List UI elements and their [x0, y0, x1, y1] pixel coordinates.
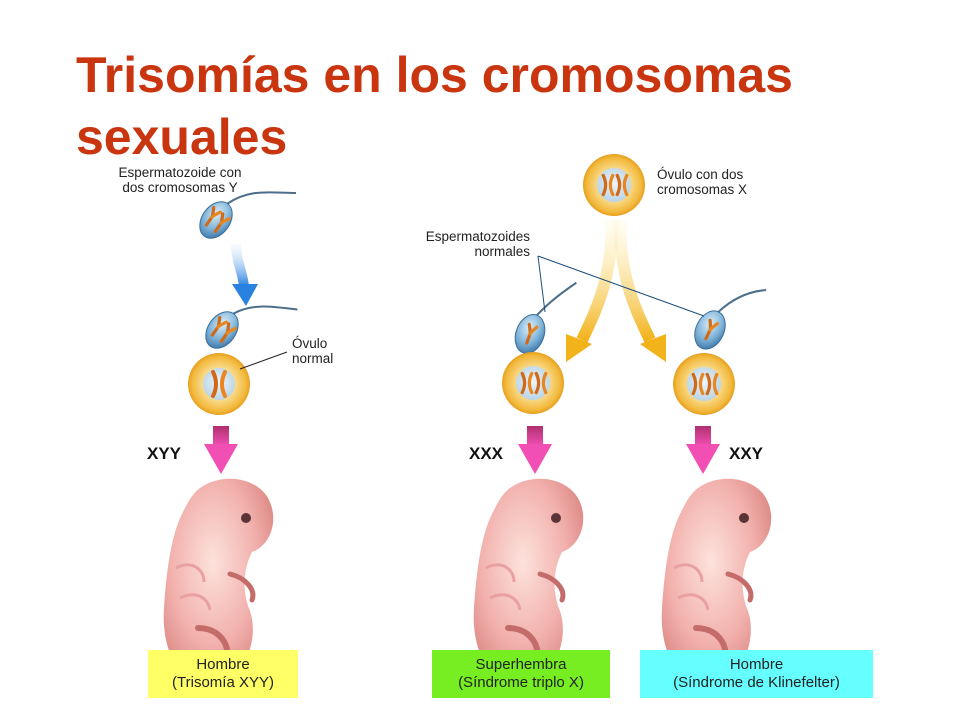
outcome-title: Hombre: [729, 656, 784, 673]
sperm-icon: [192, 191, 296, 245]
arrow-down-icon: [686, 426, 720, 474]
label-sperm-two-y: Espermatozoide con dos cromosomas Y: [118, 165, 242, 195]
outcome-title: Hombre: [196, 656, 250, 673]
outcome-syndrome: (Trisomía XYY): [172, 674, 274, 691]
outcome-box-xyy: Hombre (Trisomía XYY): [148, 650, 298, 698]
ovum-icon: [502, 352, 564, 414]
page-title: Trisomías en los cromosomas sexuales: [76, 47, 793, 165]
outcome-title: Superhembra: [475, 656, 567, 673]
outcome-syndrome: (Síndrome de Klinefelter): [673, 674, 840, 691]
genotype-xxx: XXX: [469, 444, 504, 463]
outcome-syndrome: (Síndrome triplo X): [458, 674, 584, 691]
genotype-xxy: XXY: [729, 444, 764, 463]
outcome-box-xxy: Hombre (Síndrome de Klinefelter): [640, 650, 873, 698]
ovum-icon: [188, 353, 250, 415]
label-normal-ovum: Óvulo normal: [292, 336, 334, 366]
sperm-icon: [688, 288, 767, 355]
arrow-down-icon: [204, 426, 238, 474]
arrow-down-icon: [566, 219, 618, 362]
arrow-down-icon: [231, 243, 258, 306]
label-ovum-two-x: Óvulo con dos cromosomas X: [657, 167, 748, 197]
sperm-icon: [198, 305, 298, 355]
ovum-icon: [583, 154, 645, 216]
label-normal-sperm: Espermatozoides normales: [425, 229, 530, 259]
arrow-down-icon: [518, 426, 552, 474]
ovum-icon: [673, 353, 735, 415]
outcome-box-xxx: Superhembra (Síndrome triplo X): [432, 650, 610, 698]
arrow-down-icon: [614, 219, 666, 362]
genotype-xyy: XYY: [147, 444, 182, 463]
sperm-icon: [509, 281, 577, 359]
